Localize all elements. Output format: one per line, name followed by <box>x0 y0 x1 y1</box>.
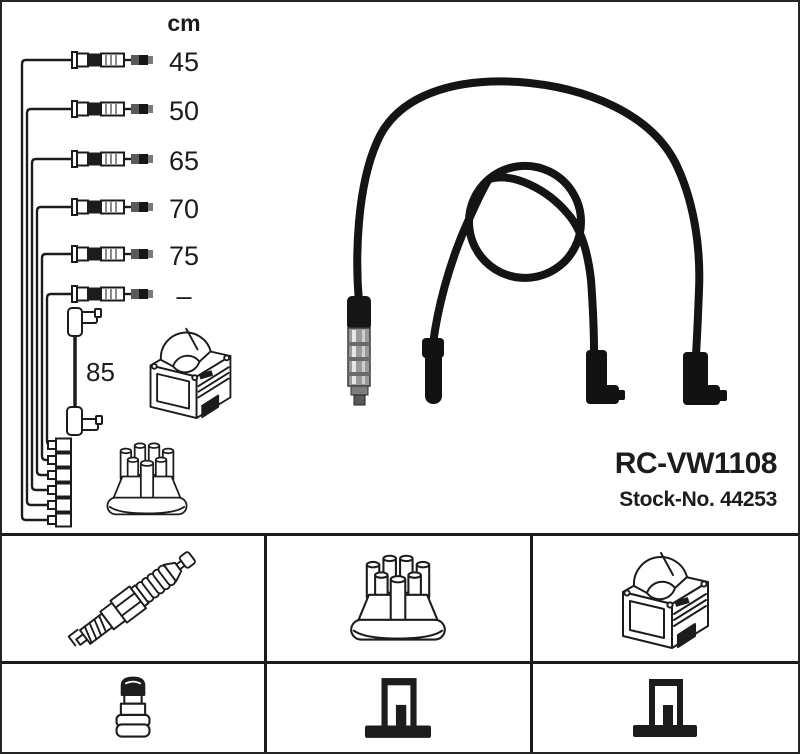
distributor-cap-icon <box>346 543 450 655</box>
din-terminal-post-icon <box>625 674 705 742</box>
spark-plug-lead-icon <box>70 197 155 217</box>
distributor-terminal-icon <box>47 512 72 528</box>
distributor-terminal-icon <box>47 437 72 453</box>
legend-cell-distributor-cap <box>267 536 533 664</box>
ignition-cable <box>429 161 598 356</box>
spark-plug-icon <box>35 540 231 658</box>
product-photo <box>347 77 727 406</box>
right-angle-boot-connector <box>586 350 625 404</box>
spark-plug-lead-icon <box>70 50 155 70</box>
distributor-cap-drawing <box>103 433 191 527</box>
coil-lead-icon <box>66 307 103 436</box>
part-number: RC-VW1108 <box>614 447 778 480</box>
plug-terminal-nut-icon <box>107 672 159 744</box>
spark-plug-lead-icon <box>70 149 155 169</box>
distributor-terminal-icon <box>47 482 72 498</box>
metal-plug-connector <box>347 296 371 406</box>
legend-cell-terminal-post <box>267 664 533 752</box>
cable-length-label: 45 <box>168 47 200 77</box>
cable-length-label: – <box>176 281 192 311</box>
spark-plug-lead-icon <box>70 244 155 264</box>
part-number-block: RC-VW1108 Stock-No. 44253 <box>477 447 778 511</box>
straight-boot-connector <box>422 338 444 404</box>
cable-length-diagram <box>20 50 155 528</box>
component-legend <box>2 533 798 752</box>
cable-length-label: 65 <box>168 146 200 176</box>
distributor-terminal-icon <box>47 497 72 513</box>
cable-length-label: 70 <box>168 194 200 224</box>
unit-label: cm <box>167 10 201 36</box>
spark-plug-lead-icon <box>70 284 155 304</box>
distributor-terminal-icon <box>47 452 72 468</box>
cable-length-label: 50 <box>168 96 200 126</box>
legend-cell-ignition-coil <box>532 536 798 664</box>
cable-length-label: 75 <box>168 241 200 271</box>
ignition-coil-drawing <box>143 319 237 425</box>
coil-lead-length-label: 85 <box>86 357 115 387</box>
legend-cell-terminal-post <box>533 664 798 752</box>
distributor-terminal-icon <box>47 467 72 483</box>
right-angle-boot-connector <box>683 352 727 405</box>
ignition-coil-icon <box>615 544 715 654</box>
legend-cell-spark-plug <box>2 536 268 664</box>
din-terminal-post-icon <box>356 676 440 740</box>
spark-plug-lead-icon <box>70 99 155 119</box>
stock-number: Stock-No. 44253 <box>619 488 777 511</box>
legend-cell-terminal-nut <box>2 664 268 752</box>
ignition-cable <box>353 77 704 360</box>
